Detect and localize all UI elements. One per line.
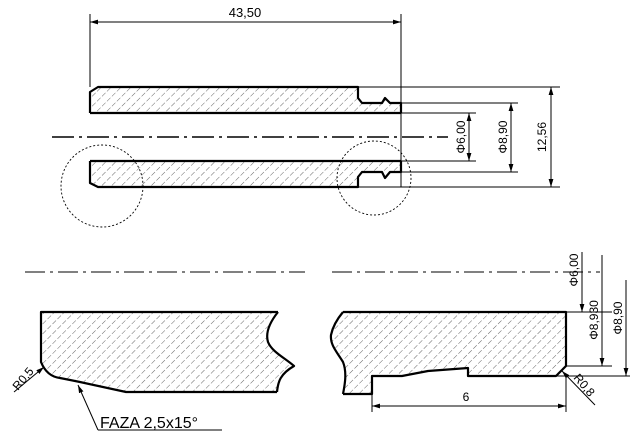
detail-circle-right	[336, 140, 412, 216]
right-detail-outline	[343, 310, 568, 396]
groove-length-label: 6	[463, 390, 470, 404]
detail-groove-diameter-label: Φ8,930	[587, 300, 601, 340]
left-detail-hatch	[41, 312, 294, 392]
left-detail-break-line	[266, 311, 296, 393]
lower-wall-outline	[88, 161, 403, 189]
inner-diameter-label: Φ6,00	[454, 120, 468, 153]
detail-circle-left	[60, 144, 144, 228]
right-detail-break-line	[329, 311, 347, 395]
detail-outer-diameter-label: Φ8,90	[611, 301, 625, 334]
radius-right-leader	[561, 370, 596, 406]
detail-inner-diameter-label: Φ6,00	[567, 253, 581, 286]
chamfer-leader	[77, 384, 99, 431]
groove-diameter-label: Φ8,90	[496, 120, 510, 153]
radius-left-leader	[13, 366, 45, 393]
outer-diameter-label: 12,56	[535, 122, 549, 152]
radius-right-label: R0,8	[571, 371, 598, 400]
right-detail-hatch	[330, 312, 566, 394]
left-detail-view: R0,5 FAZA 2,5x15°	[10, 271, 305, 432]
overall-length-label: 43,50	[229, 5, 262, 20]
upper-wall-outline	[88, 85, 403, 113]
upper-wall-hatch	[90, 87, 401, 113]
lower-wall-hatch	[90, 161, 401, 187]
right-detail-view: Φ6,00 Φ8,930 Φ8,90 6 R0,8	[329, 252, 630, 412]
left-detail-outline	[39, 310, 278, 394]
main-section-view: 43,50 Φ6,00 Φ8,90 12,56	[52, 5, 560, 228]
chamfer-note: FAZA 2,5x15°	[100, 415, 198, 432]
radius-left-label: R0,5	[10, 364, 37, 393]
